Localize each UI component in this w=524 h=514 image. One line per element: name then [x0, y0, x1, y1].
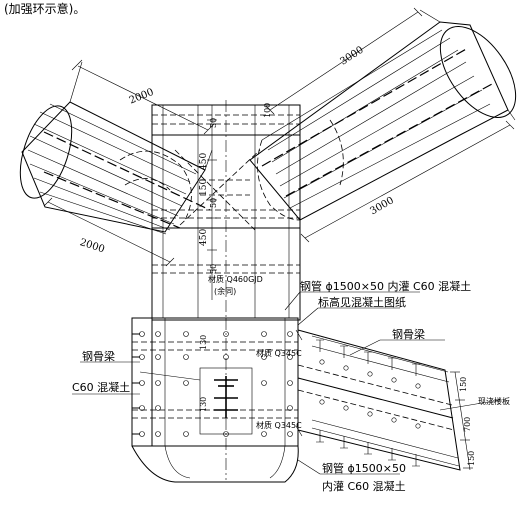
dim-130-b: 130 — [199, 397, 208, 412]
dim-3000-bottom: 3000 — [368, 195, 396, 217]
bolt-markers-left — [139, 331, 189, 437]
bolt-markers-right — [223, 331, 293, 437]
dim-2000-top: 2000 — [128, 87, 156, 107]
dim-450-b: 450 — [199, 229, 209, 246]
right-steel-beam — [295, 329, 473, 471]
dim-150-right: 150 — [459, 377, 468, 392]
figure-caption: (加强环示意)。 — [4, 2, 86, 16]
left-inclined-tube — [19, 61, 213, 235]
dim-50-b: 50 — [209, 198, 218, 208]
dim-450-a: 450 — [199, 153, 209, 170]
label-material-q345-a: 材质 Q345C — [256, 348, 302, 358]
label-leaders — [72, 291, 501, 475]
dim-100: 100 — [263, 103, 272, 118]
dim-2000-bottom: 2000 — [78, 237, 106, 255]
label-elevation-note: 标高见混凝土图纸 — [318, 295, 406, 309]
rebar-stubs-left — [132, 333, 140, 435]
label-material-q460: 材质 Q460GJD — [208, 274, 263, 284]
dim-3000-top: 3000 — [338, 45, 365, 68]
label-cast-slab: 现浇楼板 — [478, 396, 510, 406]
label-steel-beam-right: 钢骨梁 — [392, 327, 425, 341]
label-c60-concrete: C60 混凝土 — [72, 380, 130, 394]
label-steel-tube-top: 钢管 ϕ1500×50 内灌 C60 混凝土 — [300, 279, 471, 293]
dim-700: 700 — [463, 417, 472, 432]
label-material-q345-b: 材质 Q345C — [256, 420, 302, 430]
label-steel-tube-bottom: 钢管 ϕ1500×50 — [322, 461, 406, 475]
dim-150-right-b: 150 — [467, 451, 476, 466]
label-inner-concrete: 内灌 C60 混凝土 — [322, 479, 406, 493]
dim-50-a: 50 — [209, 118, 218, 128]
label-same-below: (余同) — [214, 286, 236, 296]
label-steel-beam-left: 钢骨梁 — [82, 349, 115, 363]
upper-node-plate — [151, 100, 301, 321]
dimension-lines-upper — [43, 7, 515, 300]
right-inclined-tube — [249, 9, 517, 221]
dim-130-a: 130 — [199, 335, 208, 350]
dim-50-c: 50 — [209, 264, 218, 274]
lower-column-block — [131, 317, 299, 483]
dim-150: 150 — [199, 179, 209, 196]
center-connector-lines — [174, 149, 261, 231]
